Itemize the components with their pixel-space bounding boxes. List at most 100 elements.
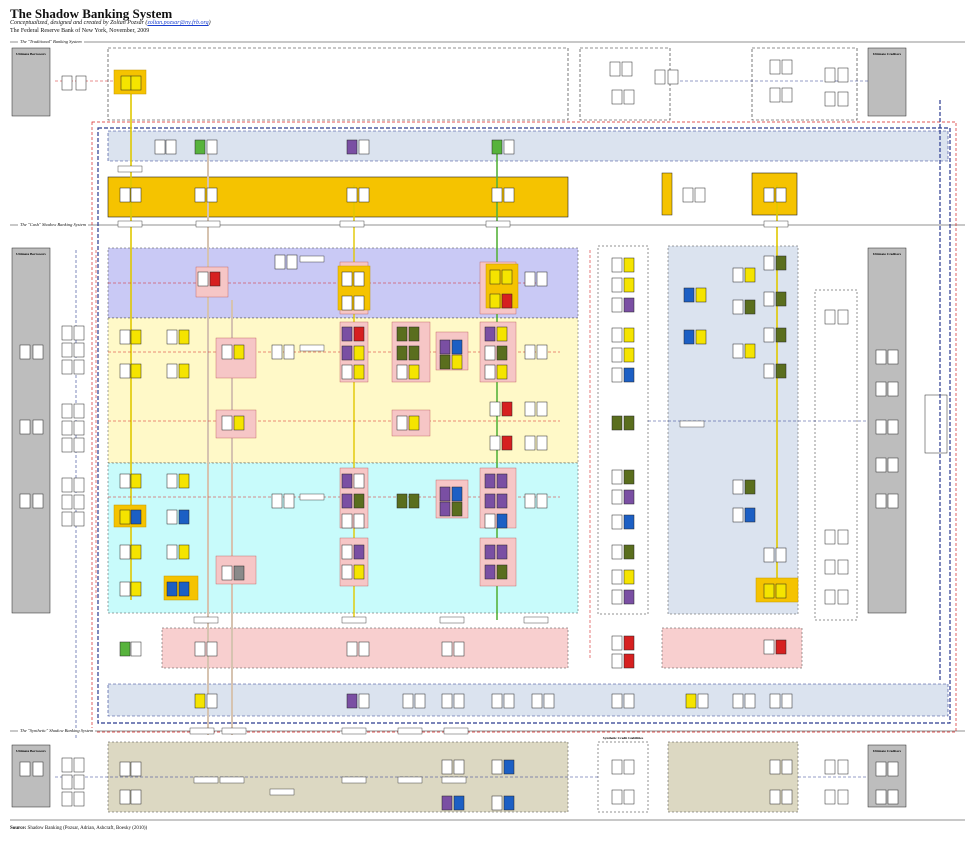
entity-box: [61, 75, 73, 91]
entity-box: [178, 544, 190, 560]
entity-box: [484, 493, 496, 509]
entity-box: [166, 329, 178, 345]
entity-box: [61, 359, 73, 375]
entity-box: [61, 494, 73, 510]
entity-box: [837, 759, 849, 775]
entity-box: [130, 581, 142, 597]
entity-box: [732, 299, 744, 315]
entity-box: [194, 641, 206, 657]
entity-box: [233, 565, 245, 581]
entity-box: [453, 759, 465, 775]
entity-box: [611, 589, 623, 605]
entity-box: [609, 61, 621, 77]
entity-box: [119, 187, 131, 203]
entity-box: [130, 473, 142, 489]
label-synthetic-credit-liabilities: Synthetic Credit Liabilities: [603, 736, 644, 740]
entity-box: [621, 61, 633, 77]
entity-box: [611, 415, 623, 431]
entity-box: [451, 486, 463, 502]
entity-box: [221, 344, 233, 360]
entity-box: [611, 635, 623, 651]
entity-box: [875, 419, 887, 435]
entity-box: [439, 354, 451, 370]
entity-box: [358, 139, 370, 155]
entity-box: [623, 469, 635, 485]
entity-box: [611, 489, 623, 505]
entity-box: [19, 419, 31, 435]
entity-box: [130, 363, 142, 379]
entity-box: [875, 349, 887, 365]
entity-box: [61, 342, 73, 358]
entity-box: [875, 789, 887, 805]
entity-box: [283, 344, 295, 360]
entity-box: [623, 297, 635, 313]
gold-mid-box: [661, 172, 673, 216]
entity-box: [484, 326, 496, 342]
entity-box: [206, 139, 218, 155]
entity-box: [775, 187, 787, 203]
entity-box: [824, 559, 836, 575]
entity-box: [536, 401, 548, 417]
entity-box: [536, 435, 548, 451]
entity-box: [763, 547, 775, 563]
entity-box: [875, 761, 887, 777]
entity-box: [489, 293, 501, 309]
entity-box: [503, 693, 515, 709]
entity-box: [341, 345, 353, 361]
entity-box: [623, 569, 635, 585]
entity-box: [346, 139, 358, 155]
ultimate-borrowers-traditional: [11, 47, 51, 117]
entity-box: [763, 327, 775, 343]
entity-box: [611, 544, 623, 560]
entity-box: [763, 639, 775, 655]
entity-box: [484, 345, 496, 361]
entity-box: [824, 529, 836, 545]
entity-box: [623, 653, 635, 669]
entity-box: [611, 297, 623, 313]
entity-box: [623, 327, 635, 343]
entity-box: [194, 693, 206, 709]
synthetic-credit-panel: [597, 741, 649, 813]
entity-box: [120, 75, 132, 91]
label-uc-traditional: Ultimate Creditors: [873, 52, 902, 56]
entity-box: [166, 544, 178, 560]
process-step: [485, 220, 511, 228]
entity-nodes: [19, 59, 899, 811]
entity-box: [130, 75, 142, 91]
entity-box: [73, 494, 85, 510]
entity-box: [824, 309, 836, 325]
author-email-link[interactable]: zoltan.pozsar@ny.frb.org: [147, 20, 209, 26]
entity-box: [453, 641, 465, 657]
entity-box: [484, 364, 496, 380]
entity-box: [503, 759, 515, 775]
entity-box: [166, 581, 178, 597]
traditional-band: [107, 47, 569, 121]
entity-box: [130, 641, 142, 657]
entity-box: [165, 139, 177, 155]
entity-box: [769, 693, 781, 709]
entity-box: [531, 693, 543, 709]
entity-box: [781, 59, 793, 75]
steel-top-strip: [107, 130, 949, 162]
entity-box: [130, 544, 142, 560]
entity-box: [286, 254, 298, 270]
entity-box: [496, 326, 508, 342]
entity-box: [732, 479, 744, 495]
process-step: [219, 776, 245, 784]
entity-box: [119, 761, 131, 777]
entity-box: [73, 757, 85, 773]
process-step: [523, 616, 549, 624]
entity-box: [611, 759, 623, 775]
ultimate-creditors-traditional: [867, 47, 907, 117]
entity-box: [154, 139, 166, 155]
entity-box: [32, 419, 44, 435]
entity-box: [769, 759, 781, 775]
entity-box: [611, 469, 623, 485]
entity-box: [73, 359, 85, 375]
entity-box: [73, 477, 85, 493]
entity-box: [408, 415, 420, 431]
entity-box: [119, 544, 131, 560]
process-step: [341, 776, 367, 784]
entity-box: [441, 759, 453, 775]
entity-box: [744, 507, 756, 523]
